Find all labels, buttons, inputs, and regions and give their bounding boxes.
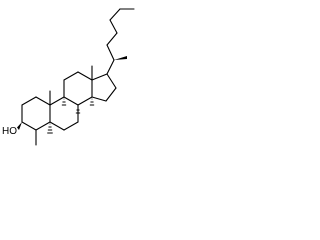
c9-hash-bond [75,106,81,114]
bond [49,121,65,131]
ring-c [63,71,93,106]
c14-hash-bond [89,98,95,106]
ring-b [49,96,79,131]
ring-d [91,73,117,102]
steroid-structure-diagram: HO [2,8,135,146]
ring-a [21,96,51,131]
c8-hash-bond [61,98,67,106]
bond [106,73,117,89]
bond [91,96,107,102]
bond [106,32,118,46]
bond [35,121,51,131]
c3-hydroxyl-wedge [17,122,22,130]
bond [106,59,115,75]
c5-hash-bond [47,123,53,134]
bond [106,44,115,61]
bond [63,71,79,81]
bond [91,73,108,81]
bond [63,121,79,131]
c20-methyl-wedge [114,56,127,60]
bond [109,8,121,21]
bond [77,71,93,81]
bond [105,87,117,102]
bond [63,96,79,106]
hydroxyl-label: HO [2,126,17,137]
side-chain [106,8,135,75]
bond [21,96,37,106]
bond [35,96,51,106]
bond [77,96,93,106]
bond [21,121,37,131]
bond [109,19,118,34]
bond [49,96,65,106]
